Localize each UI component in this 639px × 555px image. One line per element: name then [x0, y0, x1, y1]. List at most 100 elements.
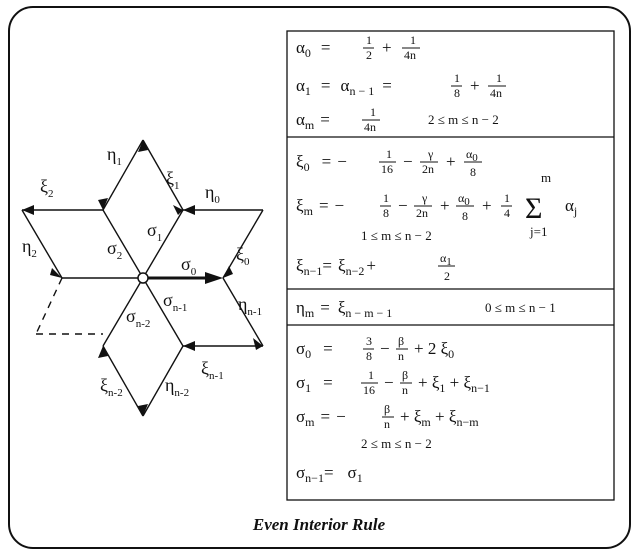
- label-sigma1: σ1: [147, 220, 162, 244]
- spoke-down-left: [102, 277, 144, 347]
- spoke-up-left: [102, 209, 144, 279]
- arrowhead-xi1: [173, 205, 183, 215]
- arrowhead-eta-n1: [253, 338, 263, 350]
- svg-text:αj: αj: [565, 196, 577, 218]
- svg-text:βn: βn: [384, 402, 390, 431]
- spoke-up-right: [142, 209, 184, 279]
- svg-text:14: 14: [504, 191, 510, 220]
- alpham-eq: αm=: [296, 110, 330, 132]
- svg-text:+: +: [482, 196, 492, 215]
- svg-text:14n: 14n: [364, 105, 376, 134]
- svg-text:38: 38: [366, 334, 372, 363]
- rule-caption: Even Interior Rule: [252, 515, 386, 534]
- alpha0-eq: α0=: [296, 38, 331, 60]
- svg-text:γ2n: γ2n: [422, 147, 434, 176]
- alpham-range: 2 ≤ m ≤ n − 2: [428, 112, 499, 127]
- edge-eta2: [21, 209, 63, 279]
- svg-text:+ ξ1 + ξn−1: + ξ1 + ξn−1: [418, 373, 490, 395]
- svg-text:116: 116: [381, 147, 393, 176]
- svg-text:γ2n: γ2n: [416, 191, 428, 220]
- svg-text:−: −: [403, 152, 413, 171]
- label-xi2: ξ2: [40, 176, 54, 200]
- svg-text:−: −: [398, 196, 408, 215]
- sigma0-eq: σ0=: [296, 339, 333, 361]
- etam-eq: ηm=ξn − m − 1: [296, 298, 392, 320]
- svg-text:14n: 14n: [490, 71, 502, 100]
- svg-text:+: +: [446, 152, 456, 171]
- sum-lower-limit: j=1: [529, 224, 547, 239]
- table-border: [286, 30, 615, 501]
- svg-text:+ 2 ξ0: + 2 ξ0: [414, 339, 454, 361]
- xin1-eq: ξn−1=ξn−2+: [296, 256, 376, 278]
- sum-symbol: Σ: [525, 192, 542, 225]
- sum-upper-limit: m: [541, 170, 551, 185]
- label-sigma0: σ0: [181, 254, 197, 278]
- svg-text:18: 18: [383, 191, 389, 220]
- svg-text:+: +: [382, 38, 392, 57]
- svg-text:−: −: [380, 339, 390, 358]
- label-sigma2: σ2: [107, 238, 122, 262]
- arrowhead-xi2: [22, 205, 34, 215]
- arrowhead-eta-n2: [138, 404, 148, 416]
- eta-section: ηm=ξn − m − 1 0 ≤ m ≤ n − 1: [296, 298, 556, 320]
- arrowhead-eta2: [50, 268, 62, 278]
- svg-text:18: 18: [454, 71, 460, 100]
- svg-text:α12: α12: [440, 251, 452, 283]
- label-eta2: η2: [22, 236, 37, 260]
- label-sigma-n2: σn-2: [126, 306, 150, 330]
- arrowheads: [22, 140, 263, 416]
- edge-xi1: [142, 139, 184, 211]
- label-eta-n1: ηn-1: [238, 294, 262, 318]
- equation-table: [286, 30, 615, 501]
- label-xi-n2: ξn-2: [100, 375, 123, 399]
- arrowhead-eta0: [183, 205, 195, 215]
- arrowhead-xi-n2: [98, 346, 108, 358]
- arrowhead-xi-n1: [183, 341, 195, 351]
- xim-range: 1 ≤ m ≤ n − 2: [361, 228, 432, 243]
- edge-xi0-up: [222, 209, 264, 279]
- alpha1-eq: α1=αn − 1=: [296, 76, 392, 98]
- arrowhead-top: [138, 140, 148, 152]
- svg-text:+ ξm + ξn−m: + ξm + ξn−m: [400, 407, 479, 429]
- arrowhead-sigma0: [205, 272, 223, 284]
- sigmam-range: 2 ≤ m ≤ n − 2: [361, 436, 432, 451]
- stencil-diagram: [21, 139, 264, 417]
- edge-eta-n1: [222, 277, 264, 347]
- sigmam-eq: σm=−: [296, 407, 346, 429]
- outer-frame: [8, 6, 631, 549]
- label-eta0: η0: [205, 182, 220, 206]
- label-eta-n2: ηn-2: [165, 375, 189, 399]
- xi0-eq: ξ0=−: [296, 152, 347, 174]
- edge-eta1: [102, 139, 144, 211]
- sigma1-eq: σ1=: [296, 373, 333, 395]
- center-vertex: [137, 272, 149, 284]
- svg-text:116: 116: [363, 368, 375, 397]
- edge-eta-n2: [142, 345, 184, 417]
- label-xi-n1: ξn-1: [201, 358, 224, 382]
- label-eta1: η1: [107, 144, 122, 168]
- arrowhead-eta1: [98, 198, 108, 210]
- svg-text:+: +: [440, 196, 450, 215]
- arrowhead-xi0: [223, 266, 233, 278]
- dashed-edge-left: [35, 277, 63, 335]
- svg-text:+: +: [470, 76, 480, 95]
- svg-text:14n: 14n: [404, 33, 416, 62]
- svg-text:α08: α08: [466, 147, 478, 179]
- svg-text:α08: α08: [458, 191, 470, 223]
- spoke-down-right: [142, 277, 184, 347]
- svg-text:βn: βn: [398, 334, 404, 363]
- svg-text:βn: βn: [402, 368, 408, 397]
- label-sigma-n1: σn-1: [163, 290, 187, 314]
- label-xi0: ξ0: [236, 244, 250, 268]
- label-xi1: ξ1: [166, 168, 180, 192]
- svg-text:−: −: [384, 373, 394, 392]
- edge-xi-n2: [102, 345, 144, 417]
- xim-eq: ξm=−: [296, 196, 344, 218]
- sigman1-eq: σn−1=σ1: [296, 463, 363, 485]
- etam-range: 0 ≤ m ≤ n − 1: [485, 300, 556, 315]
